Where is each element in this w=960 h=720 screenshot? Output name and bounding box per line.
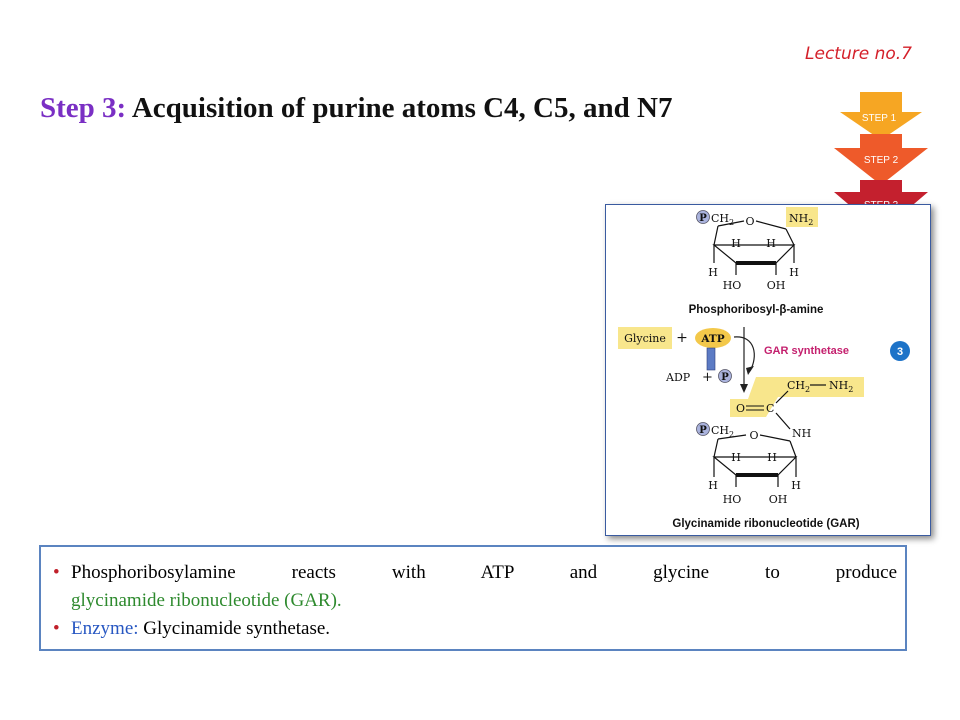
reaction-diagram: P CH2 O NH2 H H H H HO OH Phosphoribosyl… (605, 204, 931, 536)
product-p: P (699, 425, 707, 436)
bullet-enzyme-label: Enzyme: (71, 618, 139, 639)
added-o: O (736, 402, 745, 415)
product-name: Glycinamide ribonucleotide (GAR) (672, 518, 859, 530)
step-number: 3 (897, 346, 903, 358)
added-ch2: CH2 (787, 379, 810, 394)
product-h1: H (731, 451, 741, 464)
pi-label: P (721, 372, 729, 383)
substrate-h2: H (766, 237, 776, 250)
plus-sign-2: + (702, 370, 713, 385)
product-ch2: CH2 (711, 424, 734, 439)
product-h3: H (708, 479, 718, 492)
phosphate-icon (696, 210, 710, 224)
substrate-h3: H (708, 266, 718, 279)
glycine-highlight (618, 327, 672, 349)
product-ho: HO (723, 493, 742, 506)
lecture-label: Lecture no.7 (805, 44, 912, 64)
product-structure: P CH2 O NH H H H H HO OH (696, 422, 811, 506)
step-number-badge (890, 341, 910, 361)
substrate-ch2: CH2 (711, 212, 734, 227)
substrate-nh2-highlight (786, 207, 818, 227)
page-title: Step 3: Acquisition of purine atoms C4, … (40, 92, 672, 125)
glycine-label: Glycine (624, 332, 666, 345)
substrate-ring-o: O (745, 215, 754, 228)
added-c: C (766, 402, 774, 415)
pi-icon (718, 369, 732, 383)
adp-label: ADP (665, 371, 691, 384)
bullet-enzyme: • Enzyme: Glycinamide synthetase. (53, 615, 897, 643)
product-h2: H (767, 451, 777, 464)
enzyme-label: GAR synthetase (764, 345, 849, 357)
bullet-dot-icon: • (53, 618, 60, 639)
bullet-reaction-product: glycinamide ribonucleotide (GAR). (71, 590, 342, 611)
substrate-h4: H (789, 266, 799, 279)
substrate-p: P (699, 213, 707, 224)
summary-box: • Phosphoribosylamine reacts with ATP an… (39, 545, 907, 651)
title-text: Acquisition of purine atoms C4, C5, and … (131, 92, 673, 124)
atp-highlight (695, 328, 731, 348)
product-ring-o: O (749, 429, 758, 442)
atp-phosphate-bar (706, 347, 716, 371)
product-nh: NH (792, 427, 811, 440)
atp-label: ATP (700, 333, 724, 345)
step-arrow-2 (834, 134, 928, 185)
substrate-nh2: NH2 (789, 212, 813, 227)
substrate-structure: P CH2 O NH2 H H H H HO OH (696, 207, 818, 292)
substrate-ho: HO (723, 279, 742, 292)
bullet-reaction: • Phosphoribosylamine reacts with ATP an… (53, 559, 897, 615)
added-group-highlight (730, 377, 864, 417)
product-h4: H (791, 479, 801, 492)
added-nh2: NH2 (829, 379, 853, 394)
substrate-h1: H (731, 237, 741, 250)
step-arrow-2-label: STEP 2 (864, 155, 899, 166)
product-oh: OH (769, 493, 788, 506)
step-arrow-1-label: STEP 1 (862, 113, 897, 124)
title-step: Step 3: (40, 92, 127, 124)
step-arrow-1 (840, 92, 922, 140)
bullet-dot-icon: • (53, 562, 60, 583)
substrate-oh: OH (767, 279, 786, 292)
plus-sign-1: + (676, 330, 688, 346)
substrate-name: Phosphoribosyl-β-amine (689, 304, 824, 316)
bullet-reaction-text: Phosphoribosylamine reacts with ATP and … (71, 562, 897, 583)
product-phosphate-icon (696, 422, 710, 436)
bullet-enzyme-text: Glycinamide synthetase. (138, 618, 331, 639)
